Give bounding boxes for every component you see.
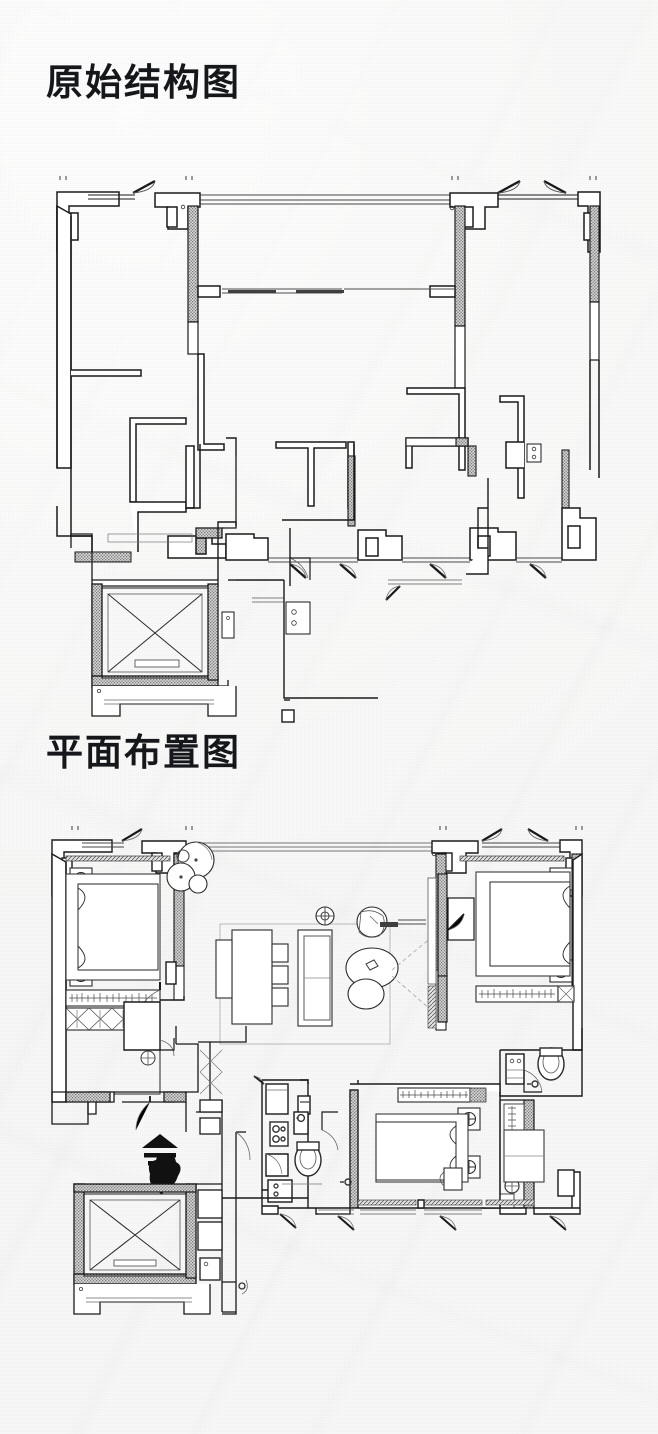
service-corridor: [196, 1026, 251, 1315]
furniture-left-bedroom: [65, 855, 171, 1095]
room-right-bedroom: [572, 852, 583, 1051]
hall-cabinet: [123, 1001, 161, 1051]
furniture-right-bedroom: [459, 855, 575, 1003]
furniture-entry-round-table: [166, 841, 215, 894]
dining-chair: [271, 987, 289, 1007]
axis-tick-marks: [59, 176, 597, 180]
load-bearing-walls-lower: [347, 437, 570, 527]
load-bearing-walls: [187, 205, 600, 389]
core-adjacent-rooms: [217, 437, 489, 723]
room-kitchen: [253, 1075, 309, 1203]
furniture-living-room: [215, 906, 439, 1045]
elevator-shaft-cross: [89, 1199, 181, 1271]
axis-tick-marks: [71, 826, 583, 830]
room-bath-2: [499, 1028, 583, 1097]
dining-table: [231, 929, 273, 1025]
furniture-lower-bedroom: [375, 1087, 545, 1191]
elevator-core: [51, 1026, 211, 1315]
structure-walls: [56, 176, 601, 253]
section-title-furniture-layout: 平面布置图: [46, 730, 241, 774]
sideboard: [215, 939, 233, 999]
dining-chair: [271, 965, 289, 985]
dining-chair: [271, 943, 289, 963]
hanging-clothes: [69, 993, 157, 1002]
elevator-core: [70, 456, 237, 717]
desk-chair: [443, 1167, 463, 1191]
tv-wall: [380, 873, 475, 1029]
elevator-shaft-cross: [107, 593, 203, 673]
bottom-exterior: [222, 1169, 581, 1231]
section-title-original-structure: 原始结构图: [46, 60, 241, 104]
bed: [65, 873, 161, 981]
room-left-bedroom: [51, 852, 67, 1103]
room-bath-1: [261, 1079, 352, 1199]
washbasin-cabinet: [505, 1053, 525, 1085]
cooktop: [269, 1121, 289, 1147]
